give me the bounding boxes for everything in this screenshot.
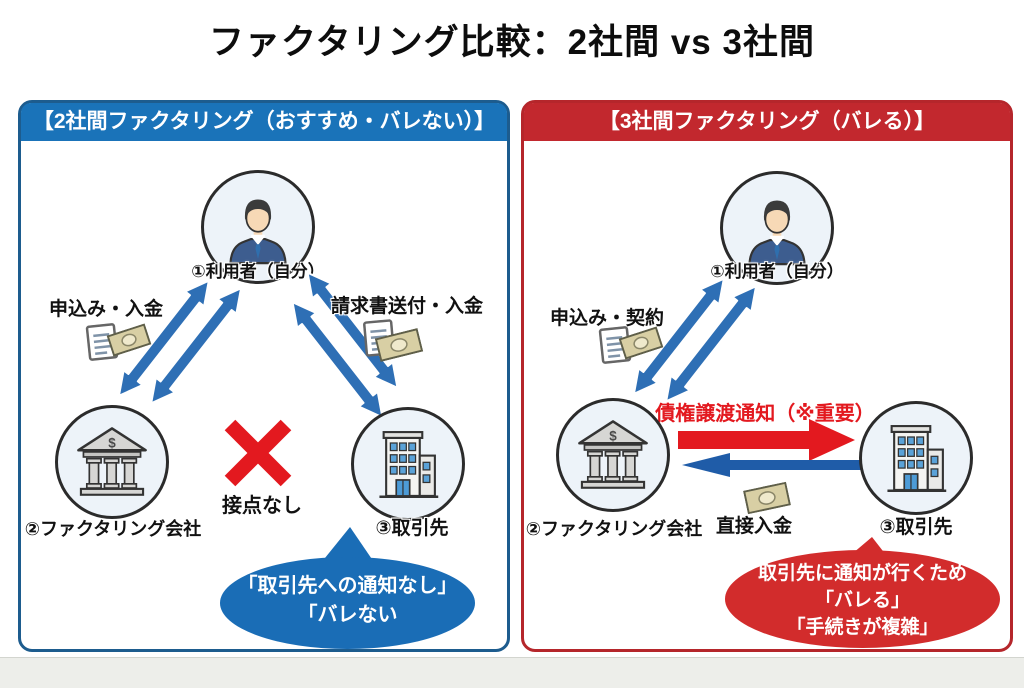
two-party-panel: 【2社間ファクタリング（おすすめ・バレない）】 ①利用者（自分） 申込み・入金	[18, 100, 510, 652]
factoring-company-avatar: $	[556, 398, 670, 512]
notified-bubble: 取引先に通知が行くため 「バレる」 「手続きが複雑」	[725, 550, 1000, 648]
money-bill-icon	[742, 481, 792, 515]
client-avatar	[859, 401, 973, 515]
three-party-panel: 【3社間ファクタリング（バレる）】 ①利用者（自分） 申込み・契約	[521, 100, 1013, 652]
bubble-line: 「バレない	[297, 604, 398, 626]
bubble-line: 「手続きが複雑」	[786, 617, 939, 638]
apply-contract-label: 申込み・契約	[549, 308, 664, 329]
money-bill-icon	[618, 326, 664, 360]
svg-text:$: $	[108, 436, 116, 451]
office-building-icon	[379, 431, 439, 499]
factoring-company-label: ②ファクタリング会社	[525, 519, 703, 539]
no-notice-bubble: 「取引先への通知なし」 「バレない	[220, 557, 475, 649]
office-building-icon	[887, 425, 947, 493]
notice-arrow-right-icon	[678, 419, 855, 461]
factoring-company-avatar: $	[55, 405, 169, 519]
money-bill-icon	[106, 323, 152, 357]
direct-payment-label: 直接入金	[715, 516, 792, 537]
bubble-line: 「バレる」	[814, 590, 910, 611]
apply-payment-label: 申込み・入金	[48, 299, 163, 320]
invoice-payment-label: 請求書送付・入金	[330, 296, 483, 317]
page-title: ファクタリング比較：2社間 vs 3社間	[209, 23, 815, 62]
footer-strip	[0, 657, 1024, 688]
payment-arrow-left-icon	[682, 453, 864, 477]
bank-icon: $	[77, 427, 147, 496]
svg-text:$: $	[609, 429, 617, 444]
user-label: ①利用者（自分）	[710, 262, 844, 281]
double-arrow-icon	[108, 261, 252, 423]
client-label: ③取引先	[879, 517, 953, 538]
bubble-line: 「取引先への通知なし」	[237, 575, 458, 597]
businessman-icon	[748, 200, 806, 266]
user-avatar	[201, 170, 315, 284]
assignment-notice-label: 債権譲渡通知（※重要）	[655, 403, 875, 425]
client-label: ③取引先	[375, 518, 449, 539]
user-label: ①利用者（自分）	[191, 262, 325, 281]
double-arrow-icon	[623, 259, 767, 421]
document-icon	[85, 323, 119, 361]
user-avatar	[720, 171, 834, 285]
two-party-header: 【2社間ファクタリング（おすすめ・バレない）】	[21, 103, 507, 141]
no-contact-label: 接点なし	[222, 495, 302, 517]
bank-icon: $	[578, 420, 648, 489]
bubble-line: 取引先に通知が行くため	[757, 563, 967, 584]
x-mark-icon	[224, 419, 292, 487]
money-bill-icon	[374, 328, 424, 362]
double-arrow-icon	[273, 264, 417, 426]
three-party-header: 【3社間ファクタリング（バレる）】	[524, 103, 1010, 141]
businessman-icon	[229, 199, 287, 265]
client-avatar	[351, 407, 465, 521]
factoring-company-label: ②ファクタリング会社	[24, 519, 202, 539]
